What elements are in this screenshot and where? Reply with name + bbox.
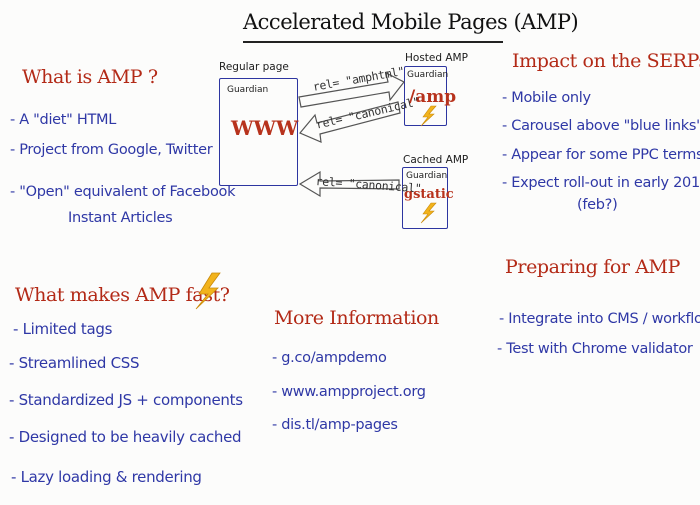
what-makes-fast-heading: What makes AMP fast?	[15, 284, 230, 306]
list-item: - Appear for some PPC terms	[502, 147, 700, 163]
board-title: Accelerated Mobile Pages (AMP)	[243, 10, 579, 34]
list-item: - Limited tags	[13, 320, 113, 338]
list-item: - "Open" equivalent of Facebook	[10, 184, 236, 200]
list-item: - Streamlined CSS	[9, 354, 140, 372]
list-item: - dis.tl/amp-pages	[272, 417, 398, 433]
list-item: - Test with Chrome validator	[497, 341, 693, 357]
regular-page-box	[219, 78, 298, 186]
list-item: - g.co/ampdemo	[272, 350, 387, 366]
what-is-amp-heading: What is AMP ?	[22, 66, 158, 88]
list-item: - www.ampproject.org	[272, 384, 426, 400]
list-item: - Standardized JS + components	[9, 391, 243, 409]
list-item: - Carousel above "blue links"	[502, 118, 700, 134]
list-item: - Designed to be heavily cached	[9, 428, 242, 446]
guardian-label: Guardian	[406, 171, 448, 181]
list-item: - Project from Google, Twitter	[10, 142, 213, 158]
impact-heading: Impact on the SERPs	[512, 50, 700, 72]
list-item: - Mobile only	[502, 90, 591, 106]
list-item: Instant Articles	[68, 210, 173, 226]
preparing-heading: Preparing for AMP	[505, 256, 680, 278]
guardian-label: Guardian	[407, 70, 449, 80]
list-item: - Integrate into CMS / workflow	[499, 311, 700, 327]
cached-amp-label: Cached AMP	[403, 154, 469, 166]
rel-amphtml-label: rel= "amphtml"	[311, 63, 406, 94]
list-item: (feb?)	[577, 197, 618, 213]
list-item: - Lazy loading & rendering	[11, 468, 202, 486]
amp-path-text: /amp	[409, 87, 457, 107]
hosted-amp-label: Hosted AMP	[405, 52, 468, 64]
list-item: - Expect roll-out in early 2016	[502, 175, 700, 191]
title-underline	[243, 41, 503, 43]
more-info-heading: More Information	[274, 307, 439, 329]
guardian-label: Guardian	[227, 85, 269, 95]
gstatic-text: gstatic	[404, 187, 454, 202]
regular-page-label: Regular page	[219, 61, 289, 73]
list-item: - A "diet" HTML	[10, 112, 117, 128]
cached-amp-box	[402, 167, 448, 229]
www-text: WWW	[231, 116, 299, 140]
